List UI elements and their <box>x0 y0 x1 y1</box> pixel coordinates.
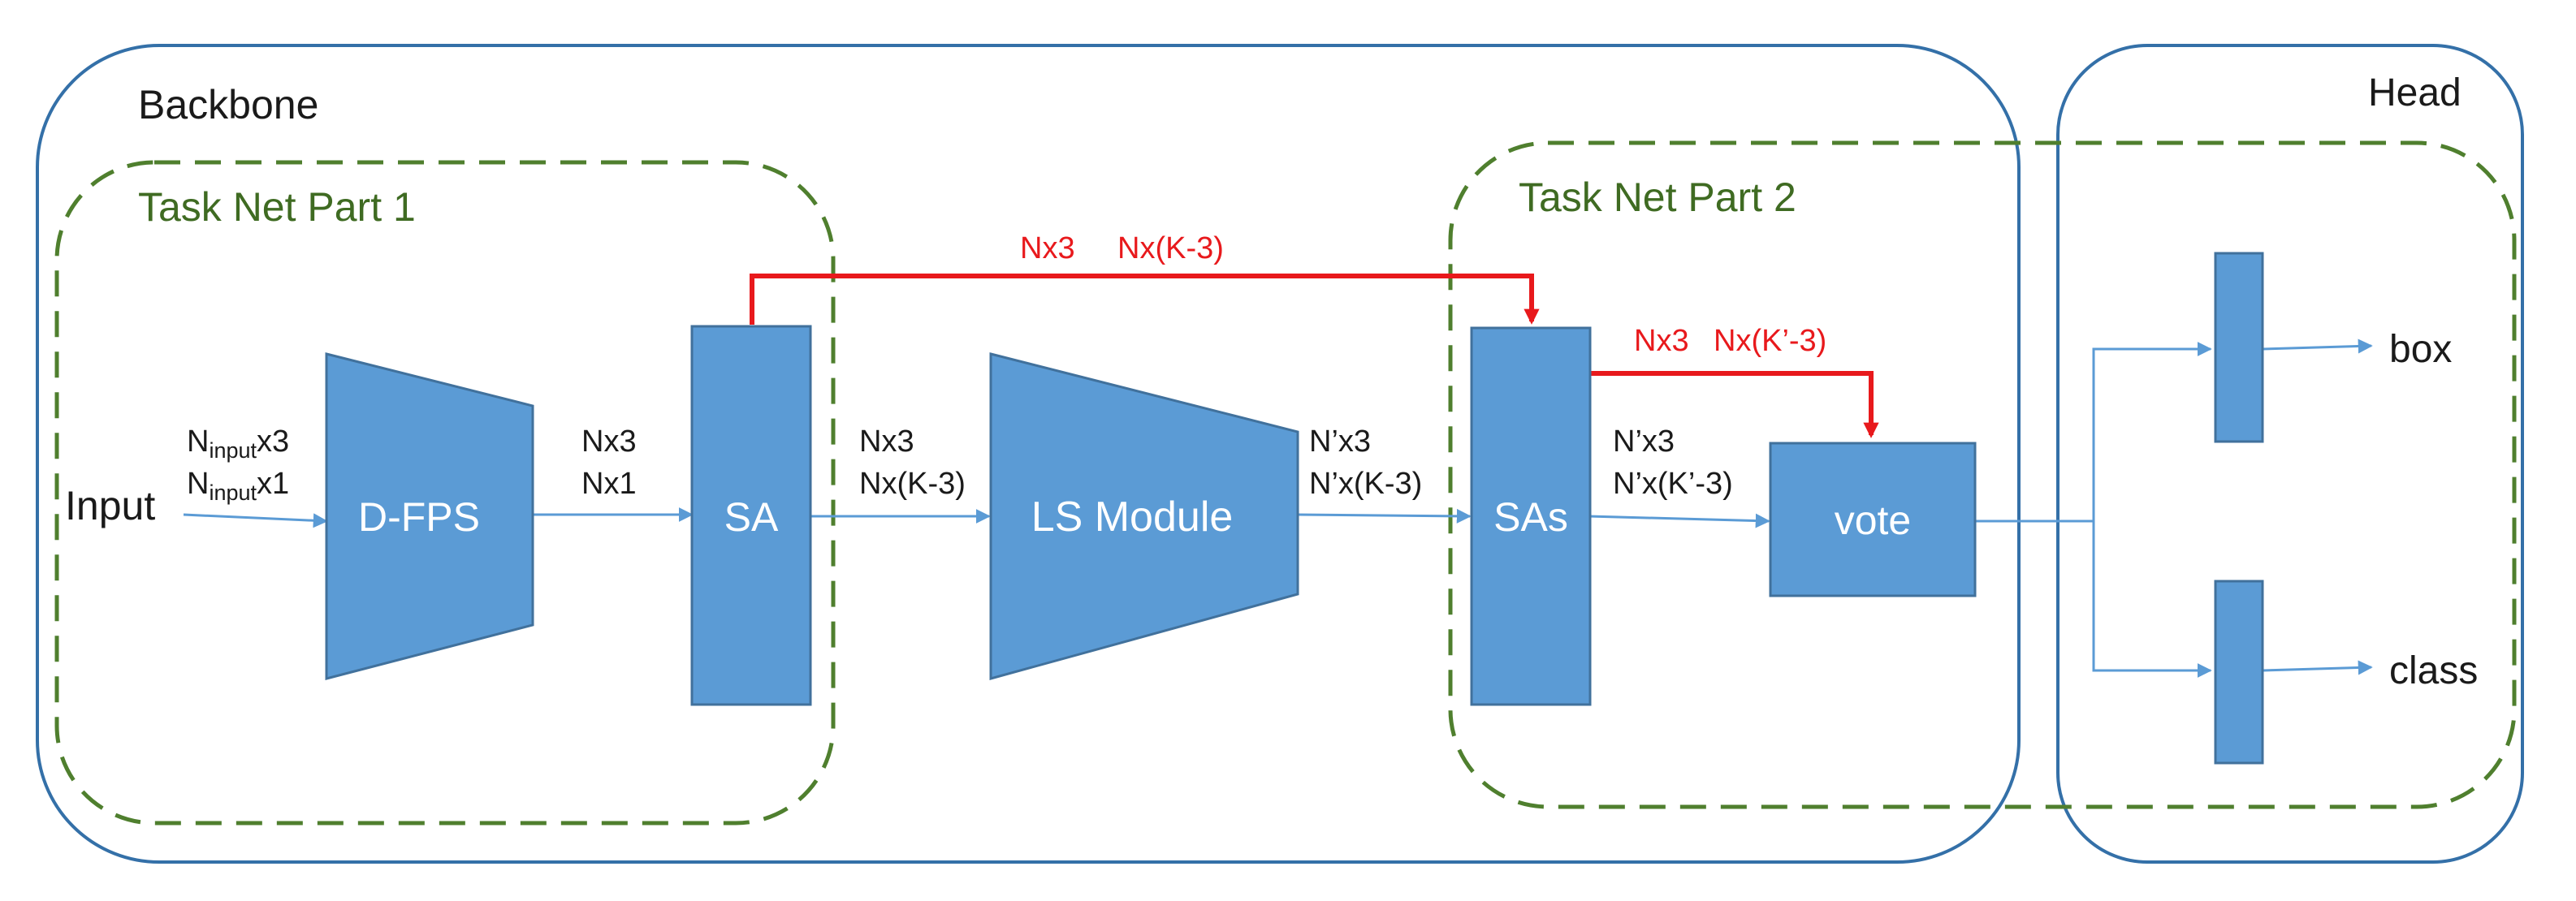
task-net-part-1-region <box>54 160 836 826</box>
sa-output-shape-2: Nx(K-3) <box>859 467 966 501</box>
ls-module-label: LS Module <box>1031 494 1234 541</box>
head-box-branch-arrow <box>2092 342 2212 670</box>
input-shape-1-base: N <box>187 425 209 459</box>
ls-module-block <box>989 352 1299 680</box>
class-output-label: class <box>2389 649 2478 692</box>
dfps-output-shape-1: Nx3 <box>581 425 637 459</box>
class-output-arrow <box>2262 660 2373 675</box>
dfps-block <box>325 352 534 680</box>
sa-label: SA <box>724 494 779 540</box>
input-label: Input <box>65 483 155 528</box>
input-shape-label-2: Ninputx1 <box>187 467 289 505</box>
task-net-part-2-label: Task Net Part 2 <box>1519 175 1796 220</box>
sas-to-vote-arrow <box>1588 513 1770 528</box>
input-shape-2-rest: x1 <box>257 467 289 501</box>
dfps-output-shape-2: Nx1 <box>581 467 637 501</box>
sas-block <box>1470 326 1592 706</box>
input-shape-2-subscript: input <box>209 481 257 505</box>
sa-block <box>690 325 812 706</box>
vote-label: vote <box>1835 498 1912 543</box>
task-net-part-1-label: Task Net Part 1 <box>138 184 416 230</box>
sa-output-shape-1: Nx3 <box>859 425 914 459</box>
sas-output-shape-1: N’x3 <box>1613 425 1675 459</box>
sas-label: SAs <box>1493 494 1568 540</box>
input-shape-1-rest: x3 <box>257 425 289 459</box>
skip-connection-sas-to-vote <box>1590 371 1879 438</box>
ls-output-shape-2: N’x(K-3) <box>1309 467 1422 501</box>
input-arrow <box>183 513 328 528</box>
box-output-label: box <box>2389 328 2452 371</box>
sas-output-shape-2: N’x(K’-3) <box>1613 467 1733 501</box>
ls-output-shape-1: N’x3 <box>1309 425 1371 459</box>
input-shape-label-1: Ninputx3 <box>187 425 289 463</box>
input-shape-2-base: N <box>187 467 209 501</box>
vote-block <box>1769 442 1977 597</box>
skip-mid-shape-2: Nx(K’-3) <box>1714 324 1826 358</box>
dfps-label: D-FPS <box>358 494 480 540</box>
skip-mid-shape-1: Nx3 <box>1634 324 1689 358</box>
skip-top-shape-2: Nx(K-3) <box>1117 231 1224 265</box>
head-region <box>2056 44 2524 864</box>
box-output-arrow <box>2262 338 2373 354</box>
head-class-branch-arrow <box>2092 521 2212 678</box>
head-class-layer <box>2214 580 2264 765</box>
task-net-part-2-region <box>1448 140 2517 809</box>
head-label: Head <box>2368 71 2461 114</box>
skip-connection-sa-to-sas <box>750 274 1540 325</box>
ls-to-sas-arrow <box>1297 508 1472 524</box>
input-shape-1-subscript: input <box>209 438 257 463</box>
skip-top-shape-1: Nx3 <box>1020 231 1075 265</box>
head-box-layer <box>2214 252 2264 443</box>
backbone-label: Backbone <box>138 82 318 127</box>
backbone-region <box>36 44 2021 864</box>
